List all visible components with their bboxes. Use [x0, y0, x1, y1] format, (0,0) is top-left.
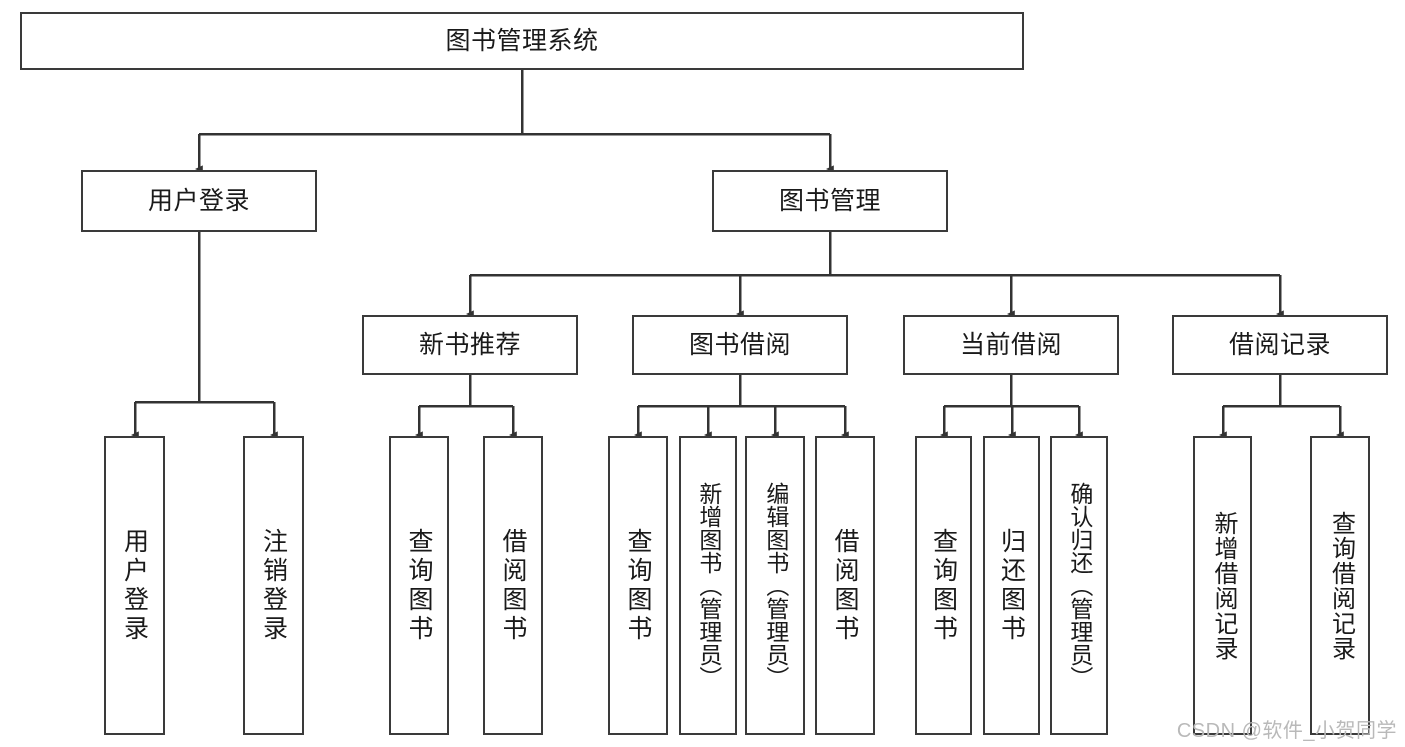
node-leaf-query-book-2[interactable]: 查询图书 [608, 436, 668, 735]
node-label: 确认归还（管理员） [1066, 482, 1093, 689]
node-label: 新增图书（管理员） [695, 482, 722, 689]
node-root[interactable]: 图书管理系统 [20, 12, 1024, 70]
node-label: 归还图书 [997, 527, 1026, 644]
node-leaf-query-book-1[interactable]: 查询图书 [389, 436, 449, 735]
node-leaf-user-login[interactable]: 用户登录 [104, 436, 165, 735]
node-leaf-add-book[interactable]: 新增图书（管理员） [679, 436, 737, 735]
node-leaf-edit-book[interactable]: 编辑图书（管理员） [745, 436, 805, 735]
node-label: 查询图书 [405, 527, 433, 644]
node-label: 借阅图书 [499, 527, 527, 644]
node-label: 用户登录 [120, 527, 149, 644]
node-label: 查询借阅记录 [1327, 510, 1355, 661]
node-current-borrow[interactable]: 当前借阅 [903, 315, 1119, 375]
node-leaf-query-record[interactable]: 查询借阅记录 [1310, 436, 1370, 735]
node-label: 借阅图书 [831, 527, 859, 644]
node-leaf-return-book[interactable]: 归还图书 [983, 436, 1040, 735]
node-leaf-borrow-book-2[interactable]: 借阅图书 [815, 436, 875, 735]
node-new-book-rec[interactable]: 新书推荐 [362, 315, 578, 375]
node-label: 图书管理系统 [445, 26, 599, 55]
node-leaf-logout[interactable]: 注销登录 [243, 436, 304, 735]
node-leaf-borrow-book-1[interactable]: 借阅图书 [483, 436, 543, 735]
node-label: 用户登录 [147, 186, 250, 215]
node-label: 新书推荐 [418, 330, 521, 359]
node-label: 查询图书 [929, 527, 958, 644]
node-label: 注销登录 [259, 527, 288, 644]
node-leaf-add-record[interactable]: 新增借阅记录 [1193, 436, 1252, 735]
node-leaf-query-book-3[interactable]: 查询图书 [915, 436, 972, 735]
node-label: 图书借阅 [688, 330, 791, 359]
node-label: 查询图书 [624, 527, 652, 644]
node-label: 编辑图书（管理员） [762, 482, 789, 689]
node-label: 新增借阅记录 [1209, 510, 1237, 661]
node-user-login[interactable]: 用户登录 [81, 170, 317, 232]
node-label: 图书管理 [778, 186, 881, 215]
node-borrow-record[interactable]: 借阅记录 [1172, 315, 1388, 375]
node-label: 借阅记录 [1228, 330, 1331, 359]
edge-paths [131, 70, 1344, 439]
node-leaf-confirm-return[interactable]: 确认归还（管理员） [1050, 436, 1108, 735]
node-book-manage[interactable]: 图书管理 [712, 170, 948, 232]
node-label: 当前借阅 [959, 330, 1062, 359]
node-book-borrow[interactable]: 图书借阅 [632, 315, 848, 375]
